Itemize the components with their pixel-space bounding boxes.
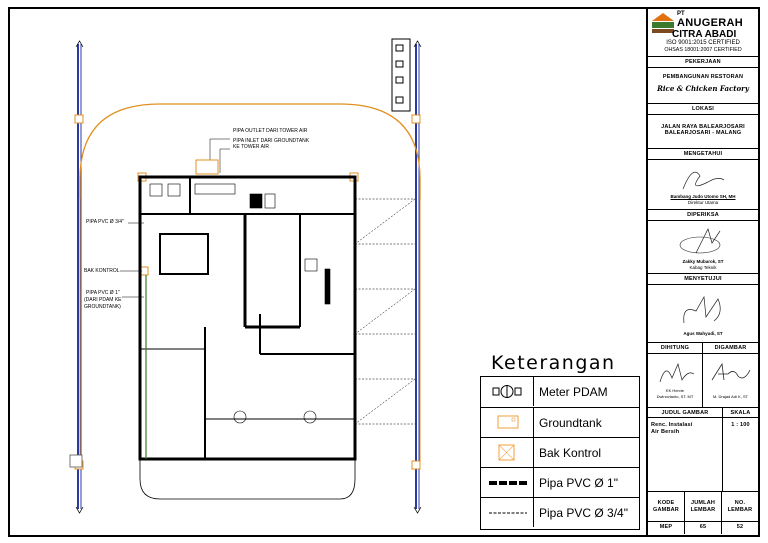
- lokasi-line-1: JALAN RAYA BALEARJOSARI: [661, 124, 745, 130]
- annotation-pvc-34: PIPA PVC Ø 3/4": [86, 219, 124, 225]
- legend-box: Meter PDAM Groundtank Bak Kontrol Pipa P…: [480, 376, 640, 530]
- no-value: 52: [736, 524, 744, 530]
- jumlah-label-2: LEMBAR: [690, 507, 716, 513]
- legend-label-meter: Meter PDAM: [539, 385, 608, 399]
- pekerjaan-value: PEMBANGUNAN RESTORAN: [662, 74, 744, 80]
- dihitung-label: DIHITUNG: [660, 345, 690, 351]
- jumlah-label-1: JUMLAH: [690, 500, 716, 506]
- mengetahui-role: Direktur Utama: [687, 200, 719, 205]
- dihitung-name-2: Dwinovianto, ST. MT: [656, 394, 694, 399]
- dihitung-name-1: EK Hervie: [665, 388, 684, 393]
- judul-line-1: Renc. Instalasi: [651, 422, 693, 428]
- annotation-pvc-1-line2: (DARI PDAM KE: [84, 297, 122, 303]
- bak-kontrol-icon: [481, 438, 534, 467]
- building-walls: [138, 175, 357, 461]
- drawing-sheet-border: [8, 7, 760, 537]
- judul-label: JUDUL GAMBAR: [661, 409, 709, 416]
- annotation-pvc-1-line3: GROUNDTANK): [84, 304, 121, 310]
- legend-title: Keterangan: [491, 352, 616, 374]
- lokasi-block: JALAN RAYA BALEARJOSARI BALEARJOSARI - M…: [648, 115, 758, 149]
- mengetahui-block: Bambang Judo Utomo SH, MH Direktur Utama: [648, 160, 758, 210]
- company-name-2: CITRA ABADI: [672, 29, 737, 40]
- legend-row-groundtank: Groundtank: [481, 407, 639, 437]
- judul-line-2: Air Bersih: [651, 429, 680, 435]
- diperiksa-name: Zakky Mubarok, ST: [682, 259, 724, 264]
- sheet-info-values: MEP 65 52: [648, 522, 758, 534]
- kode-value: MEP: [659, 524, 673, 530]
- legend-row-pipe-1: Pipa PVC Ø 1": [481, 467, 639, 497]
- groundtank-icon: [481, 408, 534, 437]
- signature-2: [679, 228, 721, 254]
- jumlah-value: 65: [699, 524, 707, 530]
- signature-5: [711, 362, 751, 381]
- mengetahui-name: Bambang Judo Utomo SH, MH: [670, 194, 736, 199]
- diperiksa-label: DIPERIKSA: [648, 210, 758, 221]
- diperiksa-block: Zakky Mubarok, ST Kabag Teknik: [648, 221, 758, 274]
- pekerjaan-label: PEKERJAAN: [648, 57, 758, 68]
- legend-row-meter: Meter PDAM: [481, 377, 639, 407]
- annotation-bak-kontrol: BAK KONTROL: [84, 268, 120, 274]
- company-cert-2: OHSAS 18001:2007 CERTIFIED: [664, 47, 742, 53]
- legend-label-bak-kontrol: Bak Kontrol: [539, 446, 602, 460]
- legend-label-groundtank: Groundtank: [539, 416, 602, 430]
- skala-value: 1 : 100: [731, 422, 750, 428]
- judul-skala-block: Renc. Instalasi Air Bersih 1 : 100: [648, 418, 758, 492]
- sheet-info-header: KODE GAMBAR JUMLAH LEMBAR NO. LEMBAR: [648, 492, 758, 534]
- lokasi-line-2: BALEARJOSARI - MALANG: [664, 130, 742, 136]
- no-label-1: NO.: [734, 500, 746, 506]
- annotation-pvc-1-line1: PIPA PVC Ø 1": [86, 290, 120, 296]
- dihitung-digambar-header: DIHITUNG DIGAMBAR: [648, 343, 758, 354]
- annotation-inlet-2: KE TOWER AIR: [233, 144, 269, 150]
- lokasi-label: LOKASI: [648, 104, 758, 115]
- legend-label-pipe-34: Pipa PVC Ø 3/4": [539, 506, 628, 520]
- pipe-1-inch-icon: [481, 468, 534, 497]
- signature-4: [659, 362, 695, 383]
- legend-row-pipe-34: Pipa PVC Ø 3/4": [481, 497, 639, 527]
- meter-pdam-icon: [481, 377, 534, 406]
- annotation-outlet: PIPA OUTLET DARI TOWER AIR: [233, 128, 308, 134]
- legend-row-bak-kontrol: Bak Kontrol: [481, 437, 639, 467]
- company-cert-1: ISO 9001:2015 CERTIFIED: [666, 40, 740, 46]
- menyetujui-label: MENYETUJUI: [648, 274, 758, 285]
- water-tower-stack: [391, 38, 411, 112]
- annotation-inlet-1: PIPA INLET DARI GROUNDTANK: [233, 138, 310, 144]
- floor-plan-drawing: [69, 38, 422, 514]
- legend-label-pipe-1: Pipa PVC Ø 1": [539, 476, 618, 490]
- site-boundary: [79, 103, 421, 199]
- digambar-name: M. Drajad Adi K, ST: [712, 394, 749, 399]
- diperiksa-role: Kabag Teknik: [689, 265, 717, 270]
- skala-label: SKALA: [730, 409, 751, 416]
- kode-label-2: GAMBAR: [653, 507, 679, 513]
- dihitung-digambar-block: EK Hervie Dwinovianto, ST. MT M. Drajad …: [648, 354, 758, 408]
- signature-3: [683, 295, 721, 324]
- blue-pipes: [77, 44, 420, 509]
- company-logo-block: PT ANUGERAH CITRA ABADI ISO 9001:2015 CE…: [648, 9, 758, 57]
- pekerjaan-block: PEMBANGUNAN RESTORAN Rice & Chicken Fact…: [648, 68, 758, 104]
- company-name-1: ANUGERAH: [677, 17, 743, 29]
- company-logo-icon: [652, 13, 674, 33]
- no-label-2: LEMBAR: [727, 507, 753, 513]
- digambar-label: DIGAMBAR: [714, 345, 747, 351]
- company-prefix: PT: [677, 11, 685, 17]
- brand-logo: Rice & Chicken Factory: [657, 84, 749, 93]
- mengetahui-label: MENGETAHUI: [648, 149, 758, 160]
- pipe-3-4-inch-icon: [481, 498, 534, 527]
- judul-skala-header: JUDUL GAMBAR SKALA: [648, 408, 758, 418]
- kode-label-1: KODE: [657, 500, 675, 506]
- menyetujui-name: Agus Wahyudi, ST: [683, 331, 723, 336]
- menyetujui-block: Agus Wahyudi, ST: [648, 285, 758, 343]
- title-block: PT ANUGERAH CITRA ABADI ISO 9001:2015 CE…: [646, 9, 758, 535]
- signature-1: [682, 171, 725, 190]
